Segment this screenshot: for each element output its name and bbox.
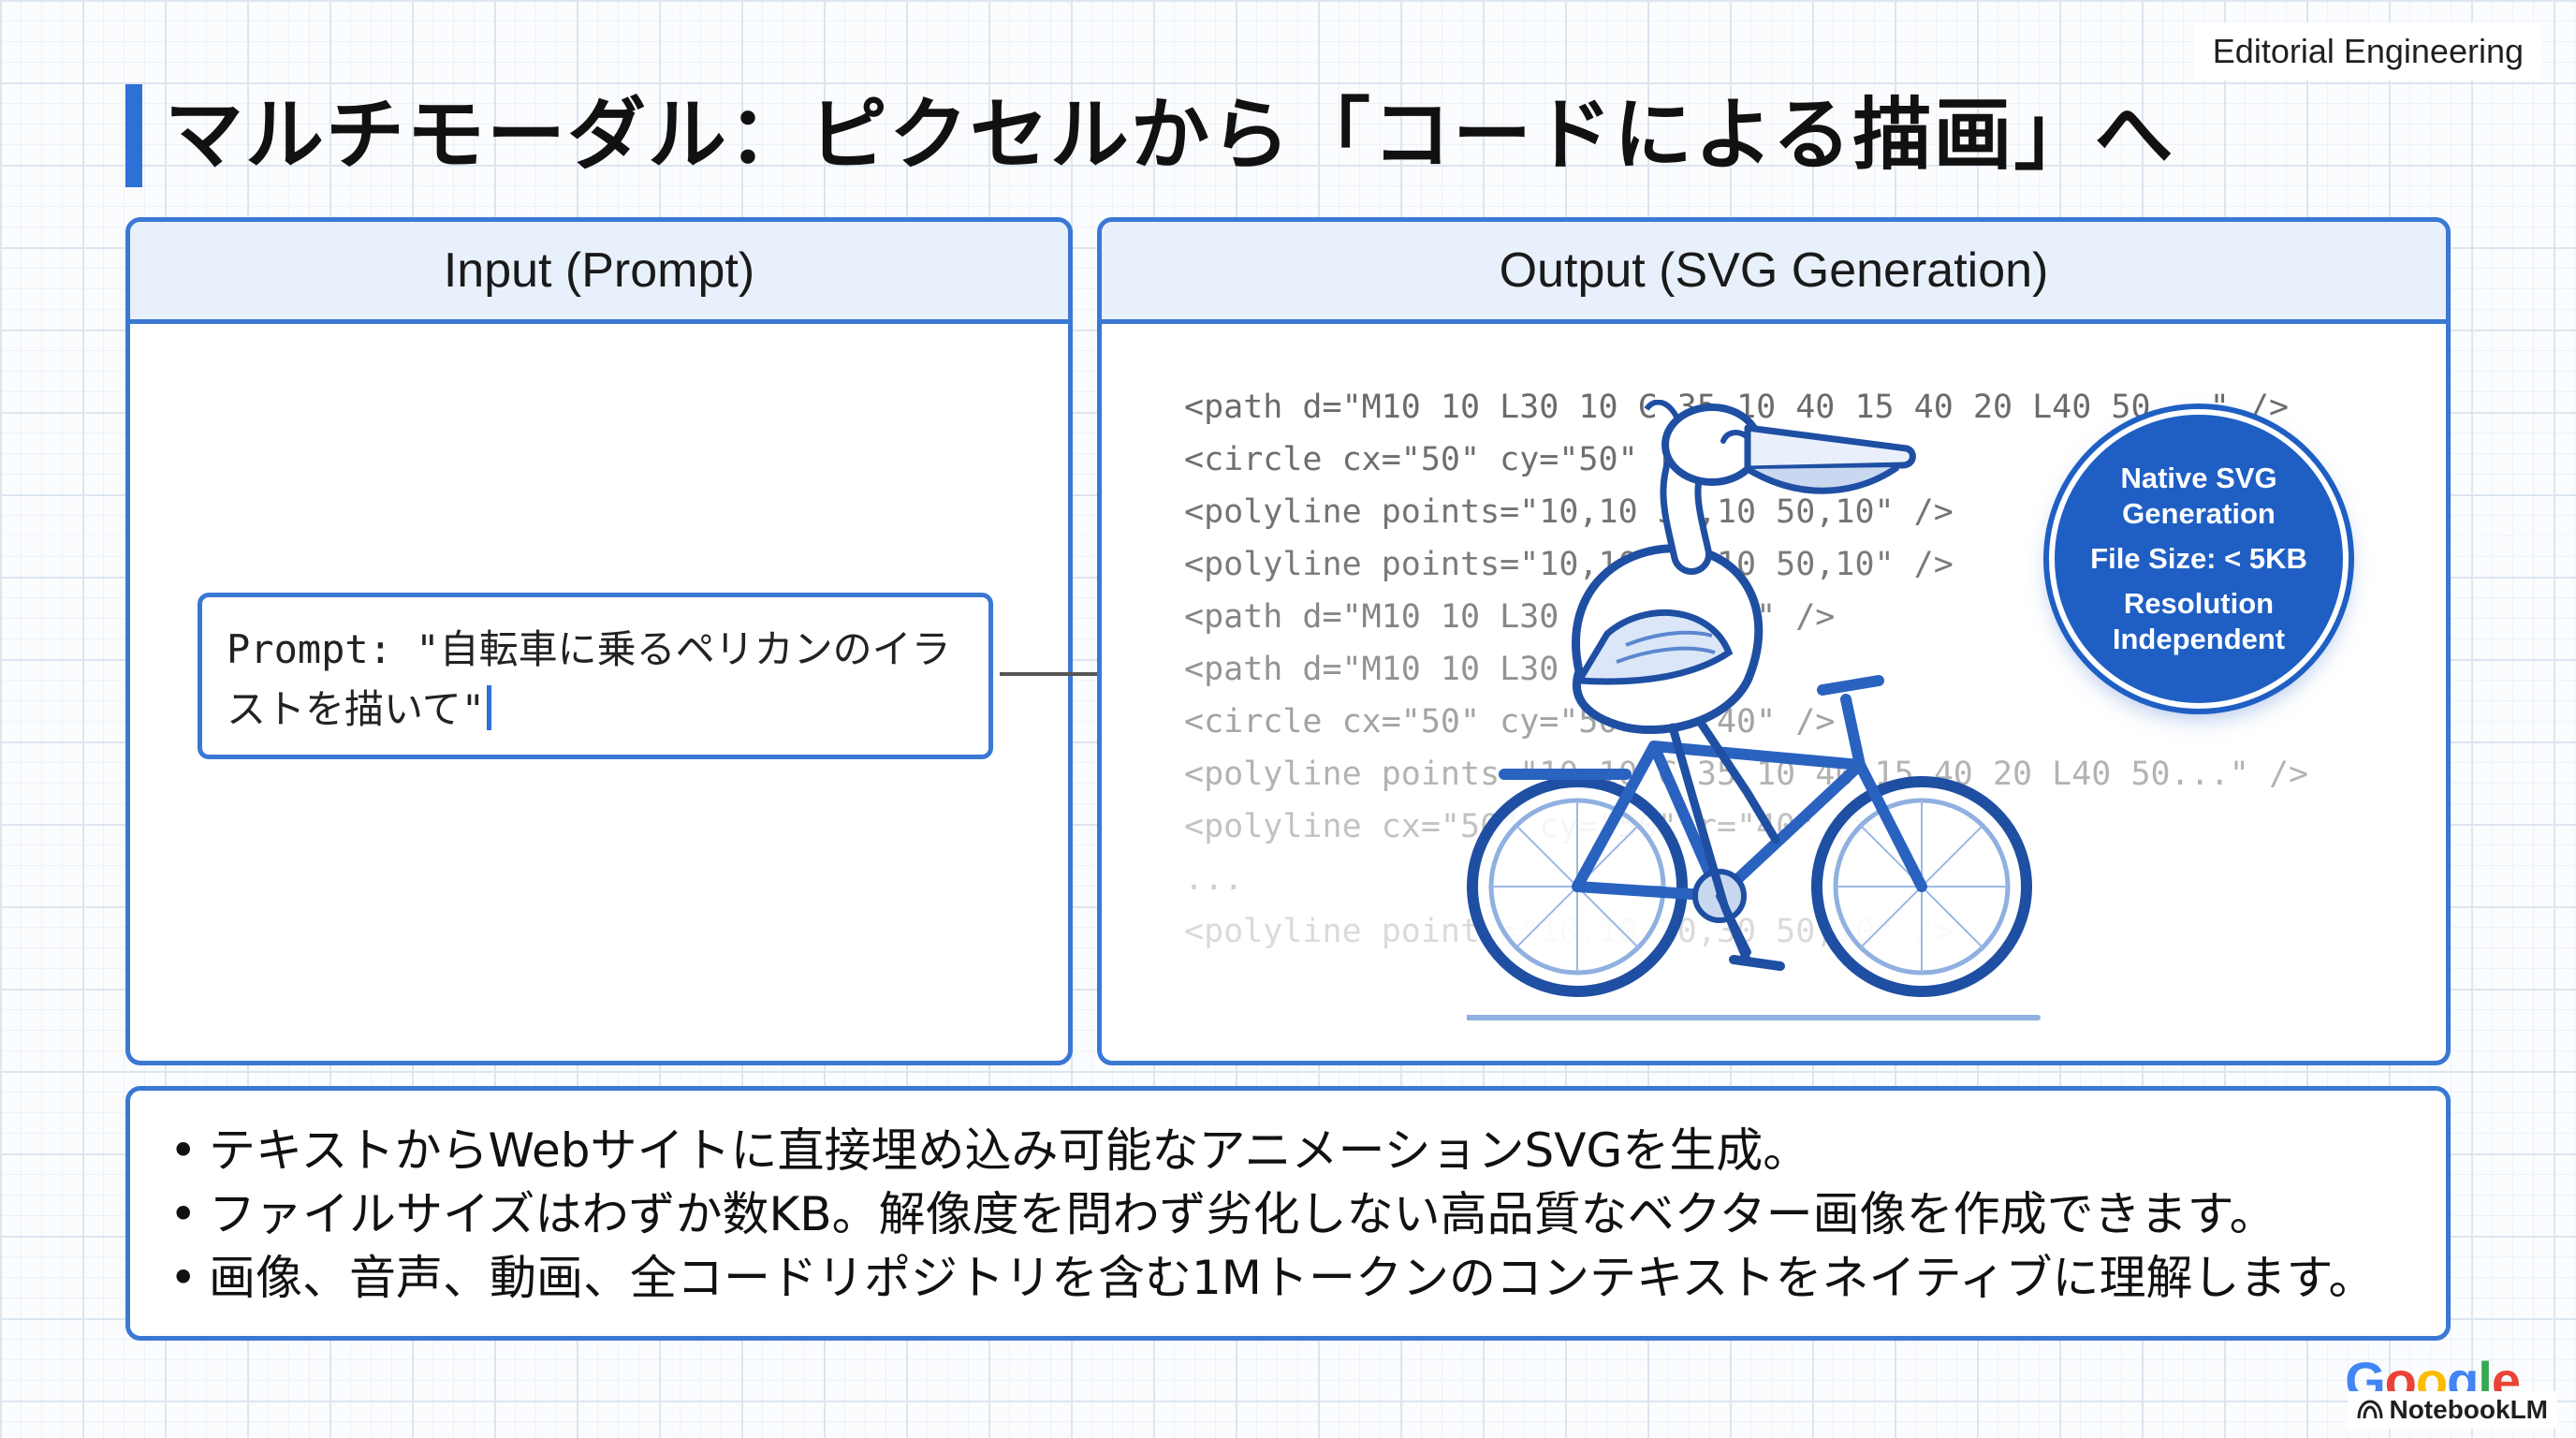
bullet-item: ファイルサイズはわずか数KB。解像度を問わず劣化しない高品質なベクター画像を作成…	[166, 1182, 2410, 1246]
output-panel: Output (SVG Generation) <path d="M10 10 …	[1097, 217, 2451, 1065]
bullet-item: 画像、音声、動画、全コードリポジトリを含む1Mトークンのコンテキストをネイティブ…	[166, 1246, 2410, 1310]
input-panel: Input (Prompt) Prompt: "自転車に乗るペリカンのイラストを…	[125, 217, 1073, 1065]
badge-line: Generation	[2122, 497, 2276, 530]
notebooklm-label: NotebookLM	[2389, 1395, 2548, 1424]
notebooklm-icon	[2357, 1400, 2383, 1419]
title-accent-bar	[125, 84, 142, 187]
bullet-list: テキストからWebサイトに直接埋め込み可能なアニメーションSVGを生成。 ファイ…	[166, 1119, 2410, 1310]
input-panel-header: Input (Prompt)	[130, 222, 1068, 324]
summary-panel: テキストからWebサイトに直接埋め込み可能なアニメーションSVGを生成。 ファイ…	[125, 1086, 2451, 1341]
prompt-text: Prompt: "自転車に乗るペリカンのイラストを描いて"	[227, 626, 951, 732]
svg-code-listing: <path d="M10 10 L30 10 C 35 10 40 15 40 …	[1184, 381, 2308, 958]
footer-logo: Google NotebookLM	[2345, 1350, 2557, 1429]
code-line: <polyline points="10,10 30,10 50,10" />	[1184, 546, 1954, 583]
badge-line: Independent	[2112, 623, 2286, 655]
page-title: マルチモーダル：ピクセルから「コードによる描画」へ	[165, 89, 2175, 181]
output-panel-header: Output (SVG Generation)	[1102, 222, 2446, 324]
text-caret	[487, 685, 492, 730]
badge-line: File Size: < 5KB	[2090, 542, 2307, 575]
badge-line: Native SVG	[2120, 462, 2277, 494]
badge-line: Resolution	[2123, 587, 2275, 620]
bullet-item: テキストからWebサイトに直接埋め込み可能なアニメーションSVGを生成。	[166, 1119, 2410, 1182]
prompt-box: Prompt: "自転車に乗るペリカンのイラストを描いて"	[198, 593, 993, 759]
code-line: ...	[1184, 860, 1244, 898]
pelican-bicycle-illustration	[1467, 400, 2041, 1020]
native-svg-badge: Native SVG Generation File Size: < 5KB R…	[2049, 409, 2349, 709]
notebooklm-logo: NotebookLM	[2348, 1391, 2557, 1429]
brand-tag: Editorial Engineering	[2193, 22, 2542, 81]
code-line: <polyline points="10,10 30,10 50,10" />	[1184, 493, 1954, 531]
